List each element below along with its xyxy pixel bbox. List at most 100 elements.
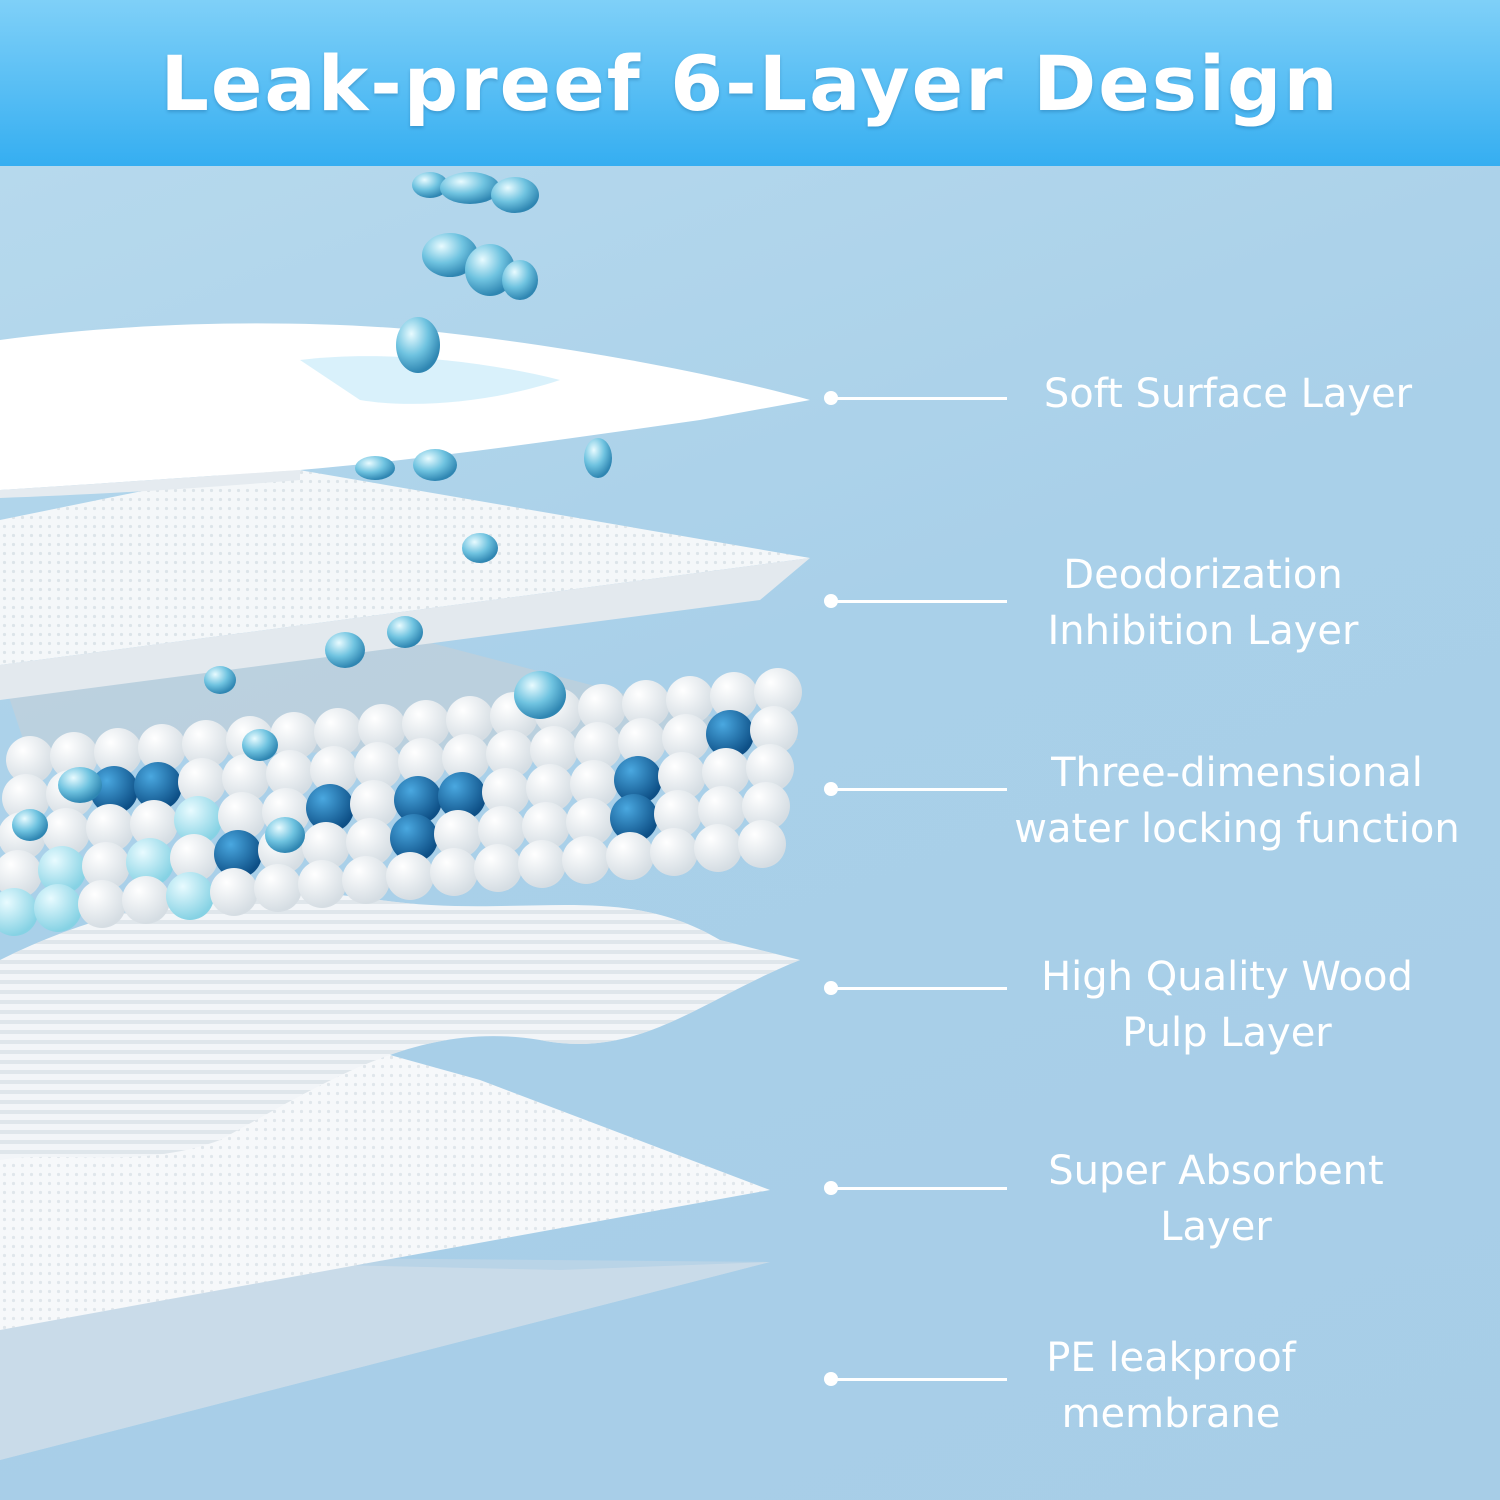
bead xyxy=(38,846,86,894)
layer-label: Soft Surface Layer xyxy=(988,366,1468,422)
bead xyxy=(270,712,318,760)
bead xyxy=(530,726,578,774)
layer-label-line: Deodorization xyxy=(1063,552,1343,598)
water-locking-layer xyxy=(0,640,802,936)
bead xyxy=(182,720,230,768)
bead xyxy=(166,872,214,920)
title-banner: Leak-preef 6-Layer Design xyxy=(0,0,1500,166)
pe-membrane-layer xyxy=(0,1255,770,1460)
bead xyxy=(6,736,54,784)
bead xyxy=(358,704,406,752)
bead xyxy=(306,784,354,832)
layer-illustration xyxy=(0,172,810,1460)
bead xyxy=(746,744,794,792)
bead xyxy=(402,700,450,748)
bead xyxy=(614,756,662,804)
bead xyxy=(478,806,526,854)
bead xyxy=(130,800,178,848)
callout-line xyxy=(831,600,1007,603)
bead xyxy=(710,672,758,720)
bead xyxy=(618,718,666,766)
bead xyxy=(434,810,482,858)
bead xyxy=(742,782,790,830)
bead xyxy=(0,850,42,898)
bead xyxy=(386,852,434,900)
layer-label-line: Inhibition Layer xyxy=(1047,608,1359,654)
bead xyxy=(126,838,174,886)
bead xyxy=(486,730,534,778)
layer-label: PE leakproof membrane xyxy=(931,1330,1411,1442)
bead xyxy=(610,794,658,842)
bead xyxy=(122,876,170,924)
bead xyxy=(178,758,226,806)
bead xyxy=(94,728,142,776)
callout-line xyxy=(831,987,1007,990)
bead xyxy=(86,804,134,852)
bead xyxy=(254,864,302,912)
water-drops xyxy=(12,172,612,853)
bead xyxy=(606,832,654,880)
bead xyxy=(518,840,566,888)
bead xyxy=(482,768,530,816)
bead xyxy=(354,742,402,790)
bead xyxy=(218,792,266,840)
bead xyxy=(562,836,610,884)
layer-label-line: PE leakproof xyxy=(1046,1335,1296,1381)
callout-line xyxy=(831,397,1007,400)
callout-line xyxy=(831,1187,1007,1190)
bead xyxy=(302,822,350,870)
layer-label-line: High Quality Wood xyxy=(1041,954,1413,1000)
bead xyxy=(522,802,570,850)
bead xyxy=(390,814,438,862)
bead xyxy=(662,714,710,762)
bead xyxy=(310,746,358,794)
layer-label-line: Soft Surface Layer xyxy=(1043,371,1413,417)
wood-pulp-layer xyxy=(0,892,800,1160)
bead xyxy=(446,696,494,744)
bead xyxy=(82,842,130,890)
bead xyxy=(658,752,706,800)
bead xyxy=(342,856,390,904)
bead xyxy=(754,668,802,716)
bead xyxy=(694,824,742,872)
bead xyxy=(442,734,490,782)
bead xyxy=(134,762,182,810)
bead xyxy=(170,834,218,882)
bead xyxy=(566,798,614,846)
bead xyxy=(222,754,270,802)
callout-line xyxy=(831,788,1007,791)
bead xyxy=(298,860,346,908)
bead xyxy=(654,790,702,838)
bead xyxy=(622,680,670,728)
layer-label-line: Pulp Layer xyxy=(1122,1010,1332,1056)
bead xyxy=(78,880,126,928)
bead xyxy=(526,764,574,812)
bead xyxy=(438,772,486,820)
layer-label-line: membrane xyxy=(1061,1391,1281,1437)
bead xyxy=(210,868,258,916)
bead xyxy=(650,828,698,876)
layer-label-line: water locking function xyxy=(1014,806,1460,852)
bead xyxy=(430,848,478,896)
bead xyxy=(706,710,754,758)
bead xyxy=(90,766,138,814)
bead xyxy=(698,786,746,834)
bead xyxy=(574,722,622,770)
soft-surface-layer xyxy=(0,323,810,498)
bead xyxy=(0,888,38,936)
bead xyxy=(570,760,618,808)
bead xyxy=(738,820,786,868)
bead xyxy=(266,750,314,798)
bead xyxy=(474,844,522,892)
bead xyxy=(34,884,82,932)
bead xyxy=(750,706,798,754)
bead xyxy=(42,808,90,856)
bead xyxy=(578,684,626,732)
callout-line xyxy=(831,1378,1007,1381)
bead xyxy=(2,774,50,822)
bead xyxy=(666,676,714,724)
